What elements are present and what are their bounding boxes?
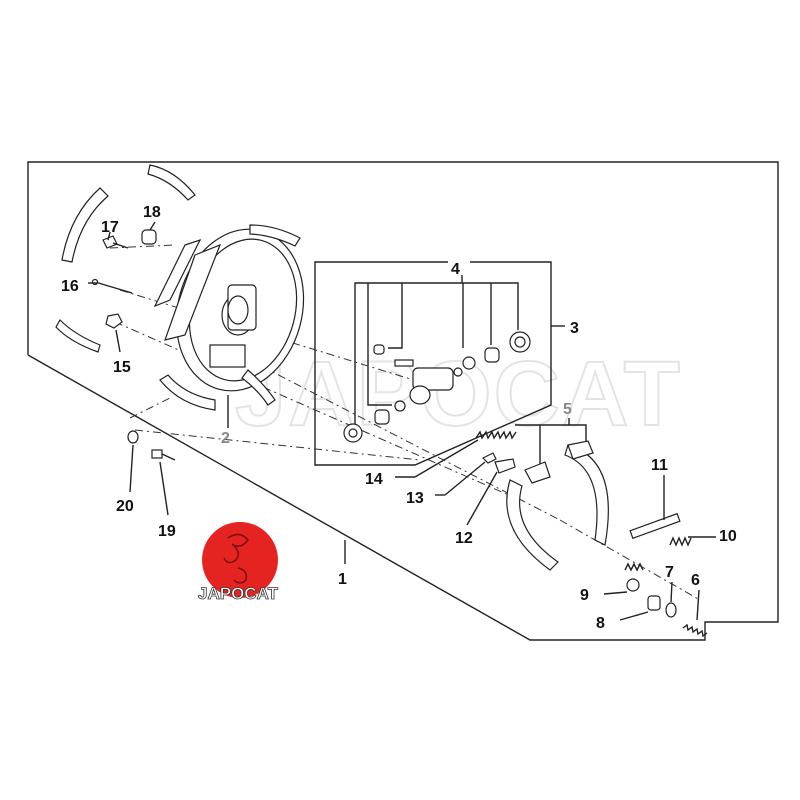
nut-15	[105, 313, 123, 329]
callout-13: 13	[406, 490, 424, 507]
callout-12: 12	[455, 530, 473, 547]
brake-shoe-left	[506, 461, 559, 571]
callout-20: 20	[116, 498, 134, 515]
cap-18	[141, 229, 157, 245]
callout-11: 11	[651, 457, 668, 474]
logo-text: JAPOCAT	[198, 584, 279, 603]
japocat-logo: JAPOCAT	[198, 522, 279, 603]
logo-cat-glyph	[223, 533, 249, 584]
logo-red-sun	[202, 522, 278, 598]
callout-6: 6	[691, 572, 700, 589]
callout-5: 5	[563, 401, 572, 418]
callout-2: 2	[221, 430, 230, 447]
callout-18: 18	[143, 204, 161, 221]
callout-4: 4	[451, 261, 460, 278]
lever-13	[481, 452, 497, 464]
callout-19: 19	[158, 523, 176, 540]
washer-20	[127, 430, 139, 444]
brake-shoe-right	[564, 440, 609, 546]
retainer-9	[626, 578, 640, 592]
spring-lower	[624, 562, 644, 572]
callout-10: 10	[719, 528, 737, 545]
cup-7	[665, 602, 677, 618]
spring-10	[669, 536, 692, 547]
spring-14	[475, 430, 517, 440]
callout-7: 7	[665, 564, 674, 581]
callout-14: 14	[365, 471, 383, 488]
watermark: JAPOCAT	[235, 343, 682, 445]
callout-16: 16	[61, 278, 79, 295]
callout-3: 3	[570, 320, 579, 337]
spring-6	[682, 623, 708, 638]
callout-1: 1	[338, 571, 347, 588]
bolt-19	[151, 449, 176, 461]
callout-9: 9	[580, 587, 589, 604]
callout-17: 17	[101, 219, 119, 236]
pin-16	[91, 278, 133, 294]
wheel-cylinder-kit-box	[314, 261, 552, 466]
assembly-frame	[27, 161, 779, 641]
callout-8: 8	[596, 615, 605, 632]
shoe-lining-outlines	[55, 164, 301, 411]
wheel-cylinder-parts	[343, 331, 531, 443]
adjuster-11	[629, 512, 681, 540]
bolt-17	[102, 235, 129, 249]
spring-8	[647, 595, 661, 611]
callout-15: 15	[113, 359, 131, 376]
strut-12	[494, 458, 516, 474]
